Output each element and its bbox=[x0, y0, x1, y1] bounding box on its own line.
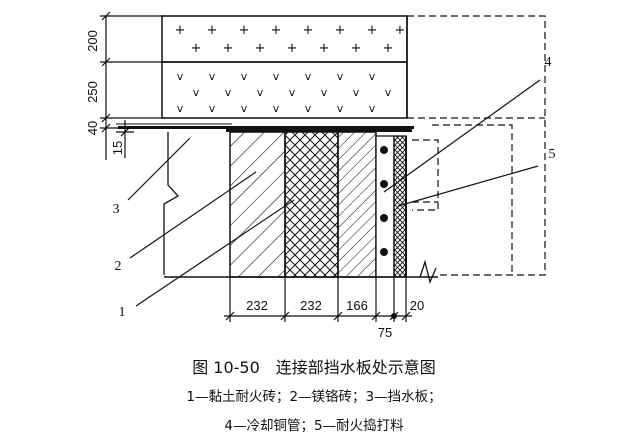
plus-mark: + bbox=[395, 23, 406, 38]
v-mark: v bbox=[321, 86, 328, 99]
ramming-mass-layer bbox=[393, 135, 407, 278]
plus-mark: + bbox=[351, 41, 362, 56]
plus-mark: + bbox=[175, 23, 186, 38]
v-mark: v bbox=[241, 70, 248, 83]
v-mark: v bbox=[209, 102, 216, 115]
v-mark: v bbox=[369, 70, 376, 83]
plus-mark: + bbox=[303, 23, 314, 38]
copper-pipe bbox=[380, 180, 388, 188]
dashed-outline bbox=[407, 15, 546, 276]
plus-mark: + bbox=[207, 23, 218, 38]
plus-mark: + bbox=[319, 41, 330, 56]
plus-mark: + bbox=[287, 41, 298, 56]
v-mark: v bbox=[225, 86, 232, 99]
fireclay-brick-layer bbox=[229, 131, 286, 278]
v-mark: v bbox=[289, 86, 296, 99]
water-stop-plate bbox=[116, 123, 414, 132]
dim-label-20: 20 bbox=[410, 298, 424, 313]
plus-mark: + bbox=[383, 41, 394, 56]
dim-label-15: 15 bbox=[110, 141, 125, 155]
plus-mark: + bbox=[239, 23, 250, 38]
lower-wall bbox=[163, 131, 438, 285]
v-mark: v bbox=[305, 102, 312, 115]
copper-pipes bbox=[380, 146, 388, 256]
figure-title: 图 10-50 连接部挡水板处示意图 bbox=[192, 358, 436, 377]
figure-legend-line2: 4—冷却铜管；5—耐火捣打料 bbox=[224, 418, 404, 434]
copper-pipe bbox=[380, 146, 388, 154]
bottom-dimensions bbox=[224, 277, 412, 322]
v-mark: v bbox=[305, 70, 312, 83]
dim-label-232-b: 232 bbox=[300, 298, 322, 313]
v-mark: v bbox=[385, 86, 392, 99]
layer-166 bbox=[337, 131, 377, 278]
figure-legend-line1: 1—黏土耐火砖；2—镁铬砖；3—挡水板； bbox=[186, 389, 442, 405]
magnesia-chrome-brick-layer bbox=[284, 131, 339, 278]
v-mark: v bbox=[337, 70, 344, 83]
copper-pipe bbox=[380, 214, 388, 222]
callout-1: 1 bbox=[119, 305, 126, 320]
v-mark: v bbox=[353, 86, 360, 99]
v-mark: v bbox=[273, 102, 280, 115]
leader-lines bbox=[127, 79, 541, 307]
plus-mark: + bbox=[367, 23, 378, 38]
callout-4: 4 bbox=[545, 55, 552, 70]
v-mark: v bbox=[177, 102, 184, 115]
left-wall-line bbox=[163, 132, 180, 275]
dim-label-200: 200 bbox=[85, 30, 100, 52]
v-mark: v bbox=[337, 102, 344, 115]
left-dimensions bbox=[100, 11, 166, 160]
dim-label-40: 40 bbox=[85, 121, 100, 135]
v-mark: v bbox=[209, 70, 216, 83]
callout-2: 2 bbox=[115, 259, 122, 274]
break-mark-right bbox=[419, 259, 437, 285]
v-mark: v bbox=[273, 70, 280, 83]
v-mark: v bbox=[177, 70, 184, 83]
dim-label-250: 250 bbox=[85, 81, 100, 103]
v-mark: v bbox=[369, 102, 376, 115]
v-mark: v bbox=[257, 86, 264, 99]
callout-5: 5 bbox=[549, 147, 556, 162]
v-mark: v bbox=[241, 102, 248, 115]
v-mark: v bbox=[193, 86, 200, 99]
copper-pipe bbox=[380, 248, 388, 256]
plus-mark: + bbox=[335, 23, 346, 38]
callout-3: 3 bbox=[113, 202, 120, 217]
plus-marks: +++++++++++++++ bbox=[175, 23, 406, 56]
dim-label-166: 166 bbox=[346, 298, 368, 313]
dim-label-232-a: 232 bbox=[246, 298, 268, 313]
dim-label-75: 75 bbox=[378, 325, 392, 340]
plus-mark: + bbox=[271, 23, 282, 38]
plus-mark: + bbox=[255, 41, 266, 56]
plus-mark: + bbox=[223, 41, 234, 56]
plus-mark: + bbox=[191, 41, 202, 56]
pipe-center-marker bbox=[391, 313, 397, 319]
